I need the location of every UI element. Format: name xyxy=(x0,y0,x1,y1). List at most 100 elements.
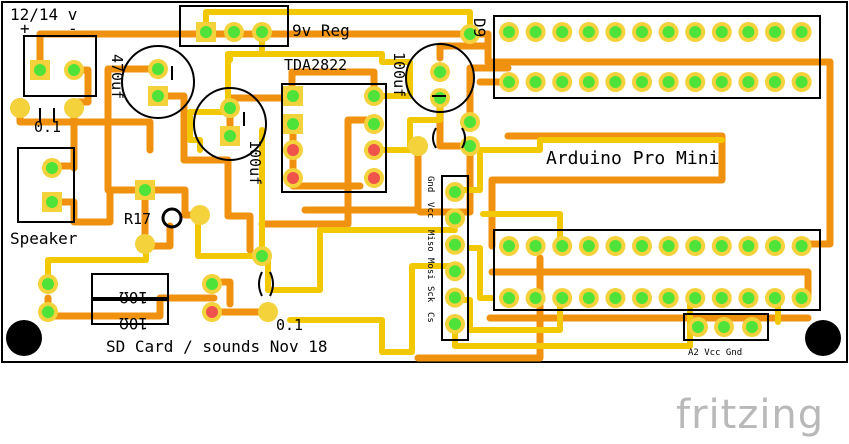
resistor-pad xyxy=(135,180,155,200)
arduino-pin-pad xyxy=(525,72,546,92)
a2-pins-label: A2 Vcc Gnd xyxy=(688,348,742,358)
arduino-pin-pad xyxy=(578,22,599,42)
speaker-label: Speaker xyxy=(10,229,78,248)
arduino-pin-pad xyxy=(552,72,573,92)
resistor-pad xyxy=(38,302,58,322)
speaker-pin-pad xyxy=(42,158,62,178)
regulator-pin-pad xyxy=(224,22,244,42)
regulator-pin-pad xyxy=(196,22,216,42)
arduino-pin-pad xyxy=(525,22,546,42)
cap-pad xyxy=(430,88,450,108)
a2-header-outline xyxy=(683,313,769,341)
arduino-pin-pad xyxy=(658,72,679,92)
sd-pin-label: Gnd xyxy=(425,176,435,192)
ic-pin-pad xyxy=(283,140,303,160)
arduino-pin-pad xyxy=(499,288,519,308)
sd-pin-pad xyxy=(445,208,465,229)
arduino-pin-pad xyxy=(738,288,759,308)
arduino-pin-pad xyxy=(632,236,652,256)
arduino-pin-pad xyxy=(578,72,599,92)
cap-pad xyxy=(258,302,278,322)
cap-pad xyxy=(64,98,84,118)
sd-header-outline xyxy=(441,175,469,341)
sd-pin-pad xyxy=(445,234,465,255)
sd-pin-pad xyxy=(445,287,465,308)
arduino-pin-pad xyxy=(658,22,679,42)
cap-100-mid-outline xyxy=(193,87,267,161)
minus-label: - xyxy=(68,19,78,38)
cap-pad xyxy=(460,112,480,132)
sd-pin-pad xyxy=(445,182,465,202)
silkscreen-text: 12/14 v + - 9v Reg D9 TDA2822 470uf 100u… xyxy=(10,5,742,358)
arduino-pin-pad xyxy=(791,236,812,256)
resistor-2-value: 10Ω xyxy=(119,314,148,333)
resistor-pad xyxy=(190,205,210,225)
power-pin-pad xyxy=(30,60,50,80)
r17-marker xyxy=(161,207,183,229)
arduino-pin-pad xyxy=(711,72,732,92)
sd-caption: SD Card / sounds Nov 18 xyxy=(106,337,328,356)
ic-pin-pad xyxy=(283,114,303,134)
arduino-pin-pad xyxy=(552,288,573,308)
cap-pad xyxy=(220,126,240,146)
arduino-pin-pad xyxy=(765,72,785,92)
polarity-marks xyxy=(171,66,466,297)
tda-label: TDA2822 xyxy=(284,56,347,74)
sd-pin-label: Mosi xyxy=(425,258,435,280)
arduino-pin-pad xyxy=(738,72,759,92)
cap-pad xyxy=(220,98,240,118)
resistor-pad xyxy=(38,274,58,294)
mount-hole-bottom-right xyxy=(805,320,841,356)
power-connector-outline xyxy=(23,35,97,97)
regulator-outline xyxy=(179,5,289,47)
cap-pad xyxy=(252,246,272,266)
ic-pin-pad xyxy=(364,140,384,160)
arduino-pin-pad xyxy=(765,22,785,42)
sd-pin-pad xyxy=(445,261,465,282)
cap-100-right-label: 100uf xyxy=(390,52,408,97)
arduino-pin-pad xyxy=(685,236,706,256)
arduino-pin-pad xyxy=(738,236,759,256)
arduino-pin-pad xyxy=(685,288,706,308)
cap-pad xyxy=(408,136,428,156)
power-label: 12/14 v xyxy=(10,5,77,24)
cap-01-left-label: 0.1 xyxy=(34,118,61,136)
arduino-pin-pad xyxy=(791,72,812,92)
arduino-header-top xyxy=(493,15,821,99)
cap-470-label: 470uf xyxy=(108,54,126,99)
arduino-pin-pad xyxy=(791,288,812,308)
pads xyxy=(10,22,812,337)
arduino-pin-pad xyxy=(605,72,626,92)
arduino-pin-pad xyxy=(499,72,519,92)
arduino-pin-pad xyxy=(738,22,759,42)
arduino-pin-pad xyxy=(605,236,626,256)
arduino-pin-pad xyxy=(791,22,812,42)
arduino-pin-pad xyxy=(685,72,706,92)
arduino-pin-pad xyxy=(632,22,652,42)
resistor-pad xyxy=(202,302,222,322)
a2-pin-pad xyxy=(688,317,708,337)
sd-pin-pad xyxy=(445,314,465,334)
d9-pad xyxy=(460,24,480,44)
arduino-pin-pad xyxy=(525,236,546,256)
cap-pad xyxy=(10,98,30,118)
regulator-label: 9v Reg xyxy=(292,21,350,40)
arduino-pin-pad xyxy=(578,236,599,256)
cap-470-outline xyxy=(121,45,195,119)
arduino-pin-pad xyxy=(552,22,573,42)
fritzing-watermark: fritzing xyxy=(676,392,825,438)
ic-pin-pad xyxy=(283,86,303,106)
arduino-label: Arduino Pro Mini xyxy=(546,148,719,169)
resistor-2-outline xyxy=(91,299,169,325)
cap-pad xyxy=(148,59,168,79)
arduino-pin-pad xyxy=(632,72,652,92)
resistor-1-value: 10Ω xyxy=(119,288,148,307)
arduino-pin-pad xyxy=(711,288,732,308)
resistor-1-outline xyxy=(91,273,169,299)
a2-pin-pad xyxy=(714,317,734,337)
cap-pad xyxy=(430,62,450,82)
arduino-pin-pad xyxy=(685,22,706,42)
speaker-pin-pad xyxy=(42,192,62,212)
arduino-pin-pad xyxy=(658,236,679,256)
cap-01-left-mark xyxy=(39,108,55,122)
